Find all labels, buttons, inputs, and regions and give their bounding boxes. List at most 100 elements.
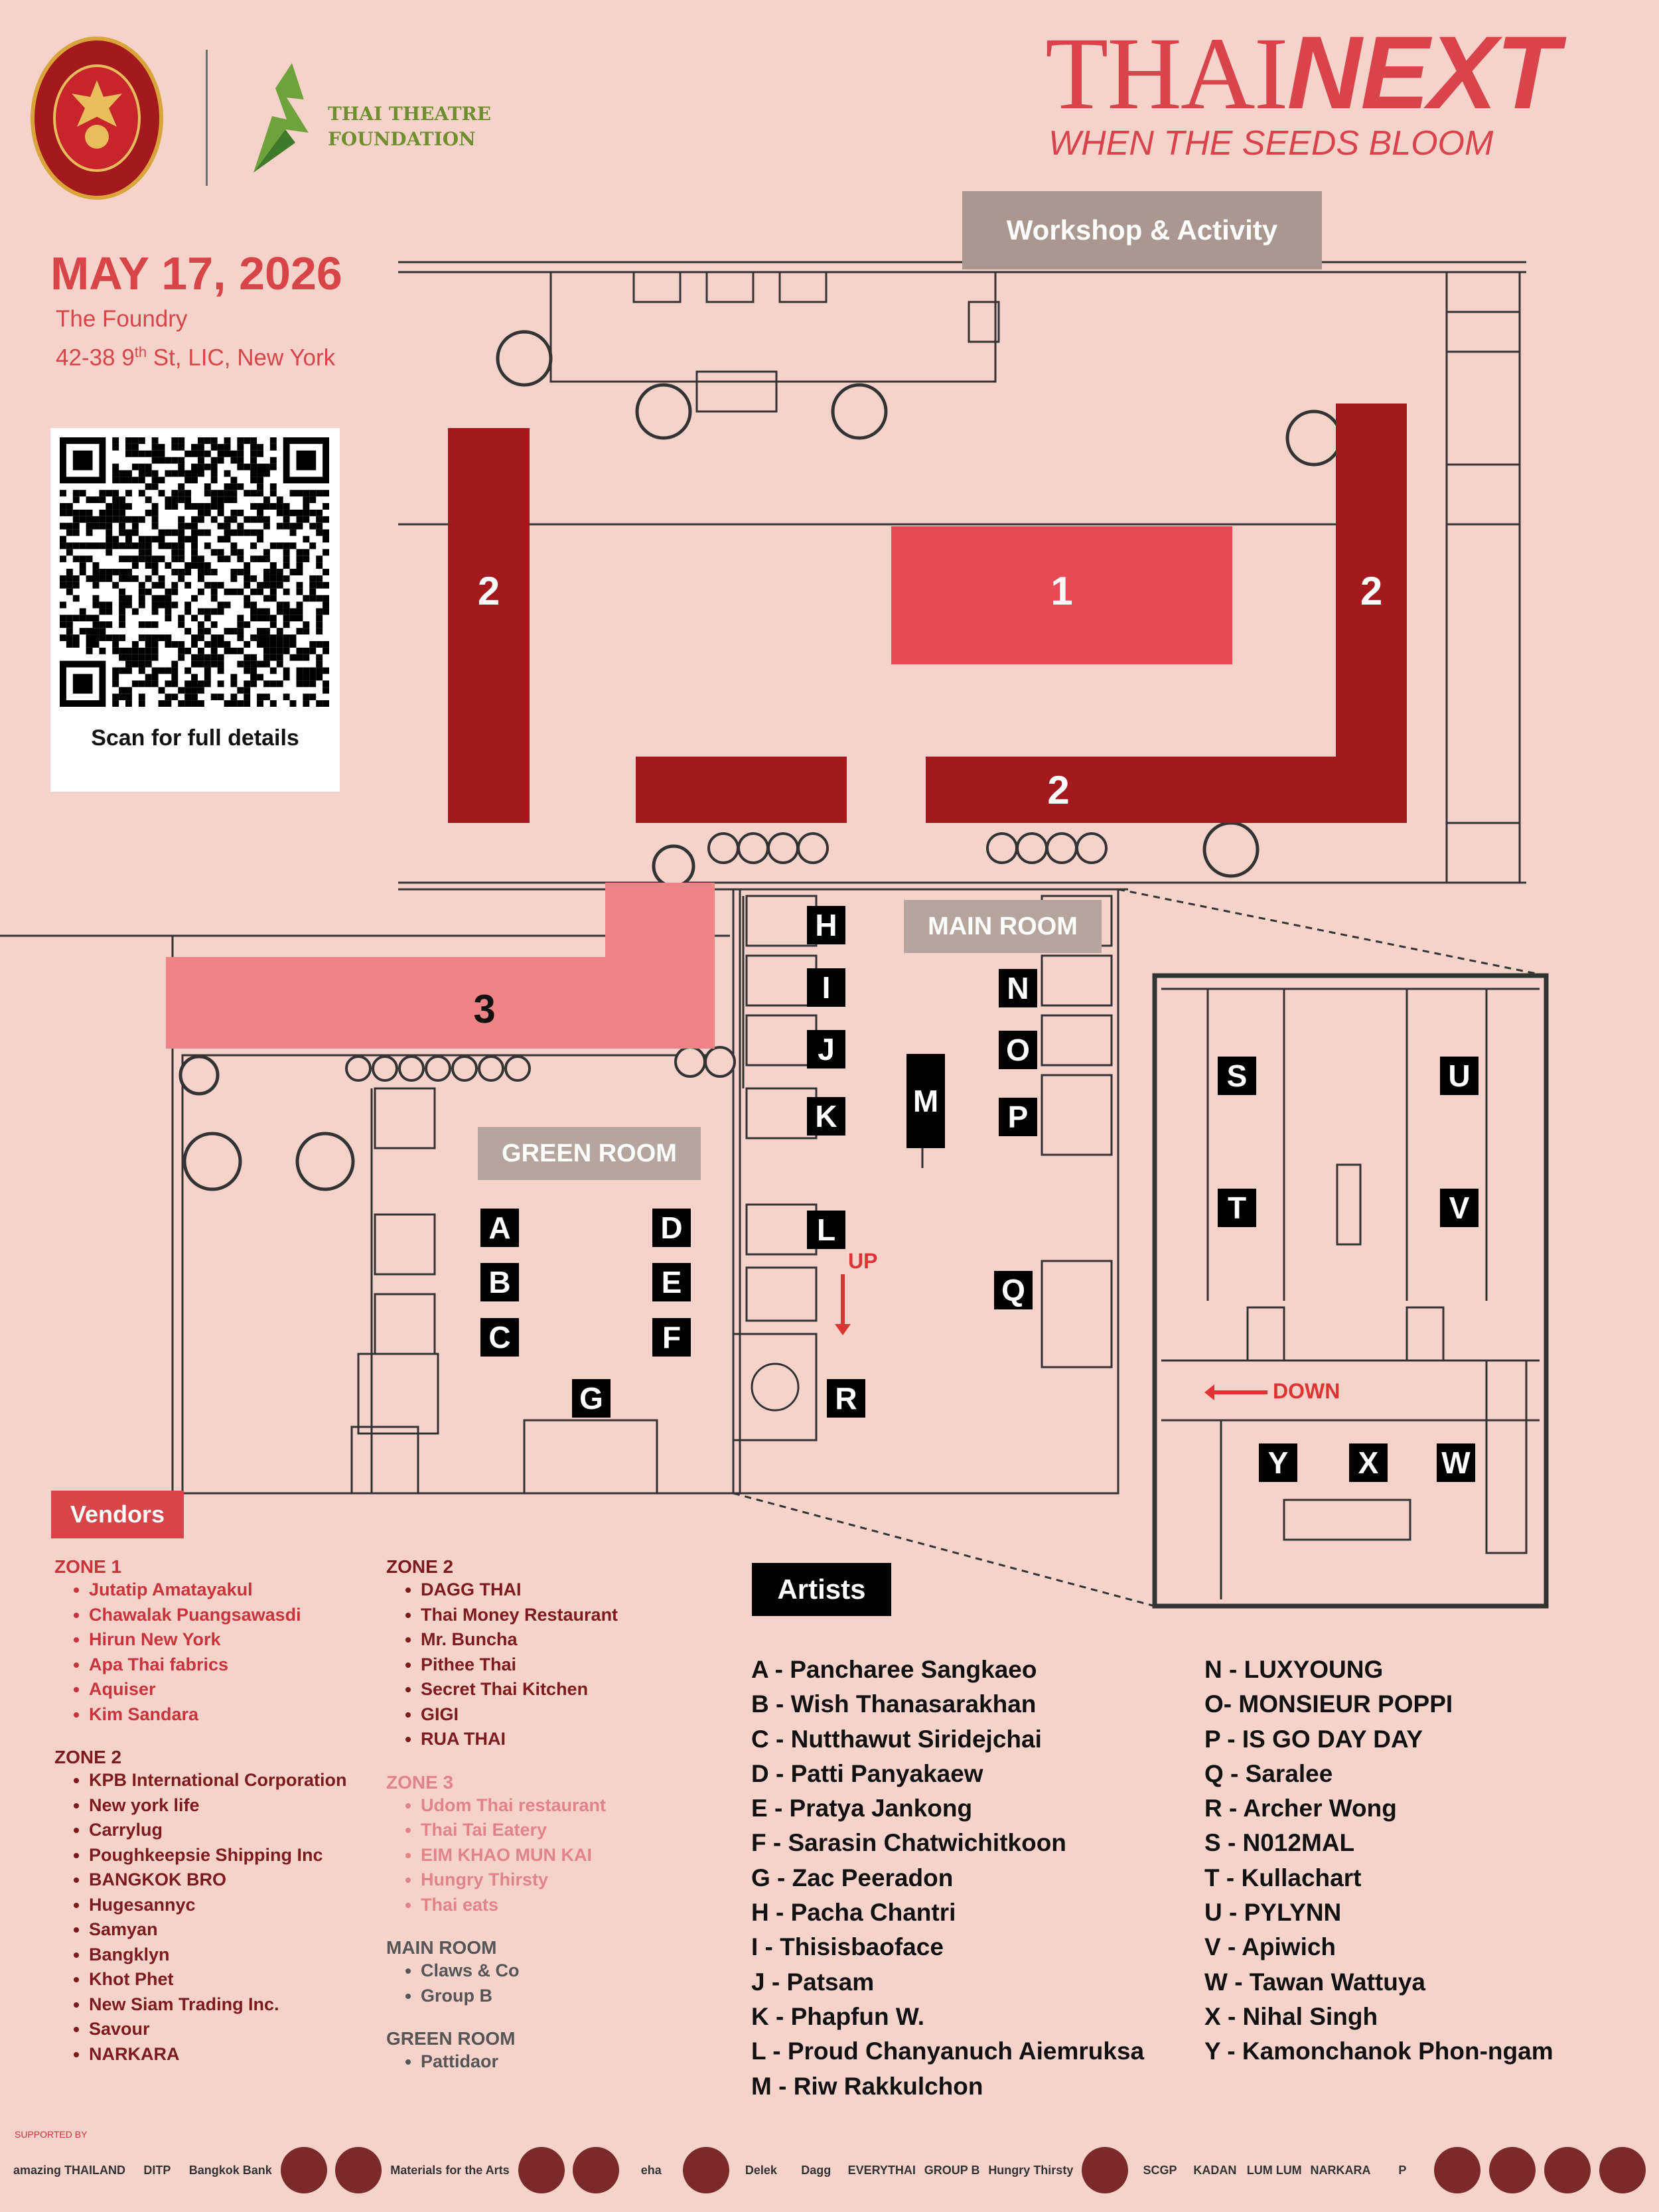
vendor-item: NARKARA [89, 2042, 373, 2067]
sponsor-logo [683, 2147, 730, 2193]
garuda-emblem [53, 64, 141, 172]
artist-entry: S - N012MAL [1204, 1829, 1355, 1857]
zone-2-bottom-left [636, 757, 847, 823]
zone-2-left-number: 2 [477, 568, 500, 613]
sponsor-logo: Dagg [801, 2163, 831, 2177]
zone-2-right-number: 2 [1360, 568, 1383, 613]
vendor-item: Carrylug [89, 1818, 373, 1843]
sponsor-logo [518, 2147, 565, 2193]
booth-j[interactable]: J [807, 1030, 845, 1069]
consulate-seal-logo [31, 37, 163, 200]
vendor-item: Thai Money Restaurant [421, 1603, 705, 1628]
artist-entry: D - Patti Panyakaew [751, 1759, 983, 1787]
vendor-item: Thai Tai Eatery [421, 1818, 705, 1843]
vendor-group-zone1: ZONE 1 Jutatip AmatayakulChawalak Puangs… [54, 1556, 373, 1727]
sponsor-logo: Bangkok Bank [188, 2163, 272, 2177]
booth-f[interactable]: F [652, 1318, 691, 1357]
artist-entry: E - Pratya Jankong [751, 1795, 973, 1822]
booth-g[interactable]: G [572, 1379, 611, 1418]
booth-n[interactable]: N [999, 969, 1037, 1007]
vendor-group-zone3: ZONE 3 Udom Thai restaurantThai Tai Eate… [386, 1772, 705, 1918]
sponsor-logo: amazing THAILAND [13, 2163, 126, 2177]
booth-w[interactable]: W [1437, 1443, 1475, 1482]
booth-e[interactable]: E [652, 1263, 691, 1301]
booth-m[interactable]: M [906, 1054, 945, 1148]
booth-d[interactable]: D [652, 1209, 691, 1247]
vendor-item: Jutatip Amatayakul [89, 1578, 373, 1603]
vendor-item: Poughkeepsie Shipping Inc [89, 1843, 373, 1868]
sponsor-logo: EVERYTHAI [847, 2163, 916, 2177]
zone-3-number: 3 [473, 986, 496, 1031]
booth-p[interactable]: P [999, 1098, 1037, 1136]
sponsor-logo [335, 2147, 382, 2193]
booth-s[interactable]: S [1218, 1057, 1256, 1095]
booth-c[interactable]: C [480, 1318, 519, 1357]
vendor-item: New york life [89, 1793, 373, 1818]
zone-1 [891, 526, 1232, 664]
booth-b[interactable]: B [480, 1263, 519, 1301]
vendor-item: Pattidaor [421, 2049, 705, 2075]
artist-entry: X - Nihal Singh [1204, 2002, 1378, 2030]
vendor-item: Thai eats [421, 1893, 705, 1918]
booth-t[interactable]: T [1218, 1189, 1256, 1227]
sponsor-logo [573, 2147, 620, 2193]
booth-v[interactable]: V [1440, 1189, 1479, 1227]
sponsor-logo [1599, 2147, 1646, 2193]
vendor-item: Secret Thai Kitchen [421, 1677, 705, 1702]
sponsor-logo: KADAN [1193, 2163, 1237, 2177]
vendor-item: Samyan [89, 1917, 373, 1943]
artist-entry: F - Sarasin Chatwichitkoon [751, 1829, 1066, 1857]
event-venue: The Foundry 42-38 9th St, LIC, New York [56, 303, 335, 375]
zone-1-number: 1 [1050, 568, 1073, 613]
qr-code-icon [60, 437, 329, 707]
sponsor-logo [1544, 2147, 1591, 2193]
artist-entry: H - Pacha Chantri [751, 1899, 956, 1927]
booth-x[interactable]: X [1349, 1443, 1388, 1482]
booth-i[interactable]: I [807, 968, 845, 1007]
supported-by-label: SUPPORTED BY [15, 2129, 88, 2140]
sponsor-logo [1489, 2147, 1536, 2193]
sponsor-logo: GROUP B [924, 2163, 980, 2177]
venue-address: 42-38 9th St, LIC, New York [56, 344, 336, 371]
booth-k[interactable]: K [807, 1097, 845, 1136]
main-room-label: MAIN ROOM [904, 900, 1102, 953]
booth-l[interactable]: L [807, 1211, 845, 1249]
vendor-item: Chawalak Puangsawasdi [89, 1603, 373, 1628]
booth-a[interactable]: A [480, 1209, 519, 1247]
vendor-item: Khot Phet [89, 1967, 373, 1992]
artist-entry: N - LUXYOUNG [1204, 1656, 1384, 1683]
foundation-name: THAI THEATRE FOUNDATION [328, 103, 492, 150]
sponsor-logo: NARKARA [1310, 2163, 1371, 2177]
vendor-item: Hungry Thirsty [421, 1868, 705, 1893]
vendor-item: Hugesannyc [89, 1893, 373, 1918]
artist-entry: J - Patsam [751, 1968, 875, 1996]
artist-entry: I - Thisisbaoface [751, 1933, 944, 1961]
event-tagline: WHEN THE SEEDS BLOOM [1048, 124, 1494, 163]
artist-entry: T - Kullachart [1204, 1864, 1362, 1891]
booth-y[interactable]: Y [1259, 1443, 1297, 1482]
artist-entry: V - Apiwich [1204, 1933, 1336, 1961]
booth-q[interactable]: Q [994, 1271, 1033, 1309]
vendor-item: Pithee Thai [421, 1653, 705, 1678]
artist-entry: U - PYLYNN [1204, 1899, 1342, 1927]
vendor-item: Group B [421, 1984, 705, 2009]
thai-theatre-foundation-logo [253, 63, 309, 173]
vendor-item: Aquiser [89, 1677, 373, 1702]
sponsor-logo [280, 2147, 327, 2193]
vendor-group-zone2-b: ZONE 2 DAGG THAIThai Money RestaurantMr.… [386, 1556, 705, 1752]
qr-code-card[interactable]: Scan for full details [50, 428, 340, 792]
green-room-label: GREEN ROOM [478, 1127, 701, 1180]
artist-entry: M - Riw Rakkulchon [751, 2072, 983, 2100]
booth-h[interactable]: H [807, 906, 845, 944]
artist-entry: W - Tawan Wattuya [1204, 1968, 1425, 1996]
sponsor-logo: SCGP [1143, 2163, 1177, 2177]
booth-o[interactable]: O [999, 1031, 1037, 1069]
artists-title: Artists [752, 1563, 891, 1616]
vendor-item: RUA THAI [421, 1727, 705, 1752]
vendor-group-green-room: GREEN ROOM Pattidaor [386, 2028, 705, 2075]
booth-r[interactable]: R [827, 1379, 865, 1418]
up-label: UP [848, 1249, 878, 1273]
artist-entry: C - Nutthawut Siridejchai [751, 1725, 1042, 1753]
booth-u[interactable]: U [1440, 1057, 1479, 1095]
